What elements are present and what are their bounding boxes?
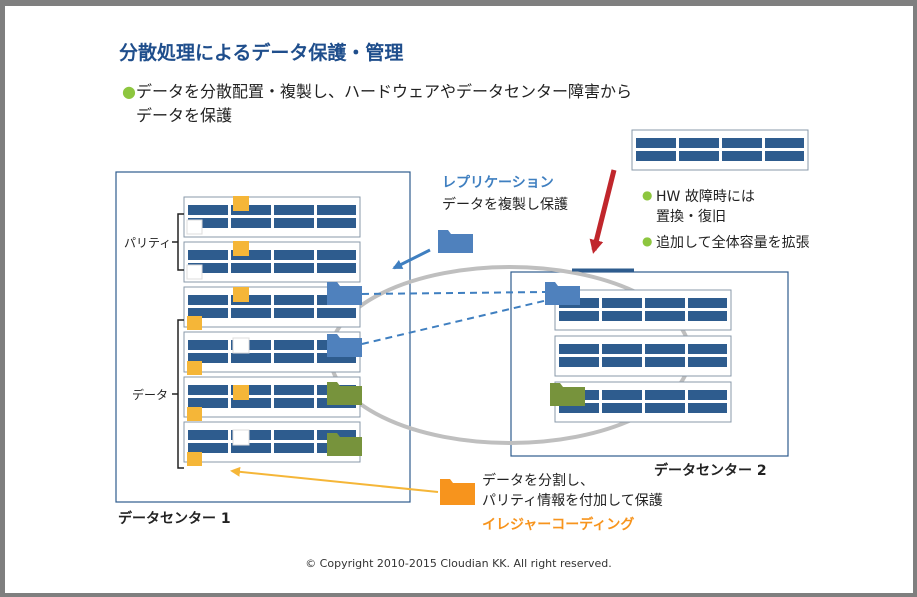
folder-green-icon [327, 382, 362, 405]
chunk-yellow [233, 385, 249, 400]
replication-arrow [392, 248, 431, 270]
replication-dashed-line [361, 299, 549, 345]
copyright-footer: © Copyright 2010-2015 Cloudian KK. All r… [305, 557, 612, 570]
chunk-yellow [233, 196, 249, 211]
erasure-arrow [230, 466, 439, 493]
chunk-yellow [187, 361, 202, 375]
frame-border-right [913, 0, 917, 597]
frame-border-left [0, 0, 5, 597]
bullet-dot-icon: ● [642, 188, 653, 202]
chunk-yellow [233, 241, 249, 256]
bullet-line-1: データを分散配置・複製し、ハードウェアやデータセンター障害から [136, 82, 633, 101]
datacenter-2-box [510, 271, 789, 457]
slide-title: 分散処理によるデータ保護・管理 [119, 42, 404, 64]
datacenter-1-label: データセンター 1 [118, 511, 231, 527]
frame-border-top [0, 0, 917, 6]
folder-orange-icon [440, 479, 475, 505]
replication-desc: データを複製し保護 [442, 197, 568, 213]
datacenter-2-label: データセンター 2 [654, 463, 767, 479]
dc2-server-2 [554, 335, 732, 377]
folder-blue-icon [438, 230, 473, 253]
folder-green-icon [550, 383, 585, 406]
parity-label: パリティ [124, 236, 172, 250]
frame-border-bottom [0, 593, 917, 597]
erasure-desc-line-1: データを分割し、 [482, 473, 594, 489]
chunk-yellow [187, 452, 202, 466]
chunk-yellow [187, 407, 202, 421]
replication-dashed-line [361, 291, 547, 295]
bullet-dot-icon: ● [642, 234, 653, 248]
folder-green-icon [327, 433, 362, 456]
replacement-server [631, 129, 809, 171]
folder-blue-icon [327, 334, 362, 357]
folder-blue-icon [327, 282, 362, 305]
chunk-yellow [187, 316, 202, 330]
bullet-dot-icon: ● [122, 82, 136, 101]
erasure-desc-line-2: パリティ情報を付加して保護 [482, 493, 663, 509]
replace-arrow [589, 169, 617, 254]
dc1-server-2 [183, 241, 361, 283]
dc1-server-1 [183, 196, 361, 238]
chunk-white [186, 264, 203, 280]
hw-fail-line-1: HW 故障時には [656, 189, 755, 205]
chunk-white [186, 219, 203, 235]
expand-capacity-text: 追加して全体容量を拡張 [656, 235, 810, 251]
hw-fail-line-2: 置換・復旧 [656, 209, 726, 225]
erasure-title: イレジャーコーディング [482, 517, 635, 533]
chunk-white [232, 337, 250, 354]
data-label: データ [132, 388, 169, 402]
folder-blue-icon [545, 282, 580, 305]
chunk-white [232, 429, 250, 446]
datacenter-1-box [115, 171, 411, 503]
dc2-server-1 [554, 289, 732, 331]
replication-title: レプリケーション [442, 175, 554, 191]
data-bracket [177, 319, 184, 469]
parity-bracket [177, 213, 184, 271]
chunk-yellow [233, 287, 249, 302]
bullet-line-2: データを保護 [136, 106, 233, 125]
